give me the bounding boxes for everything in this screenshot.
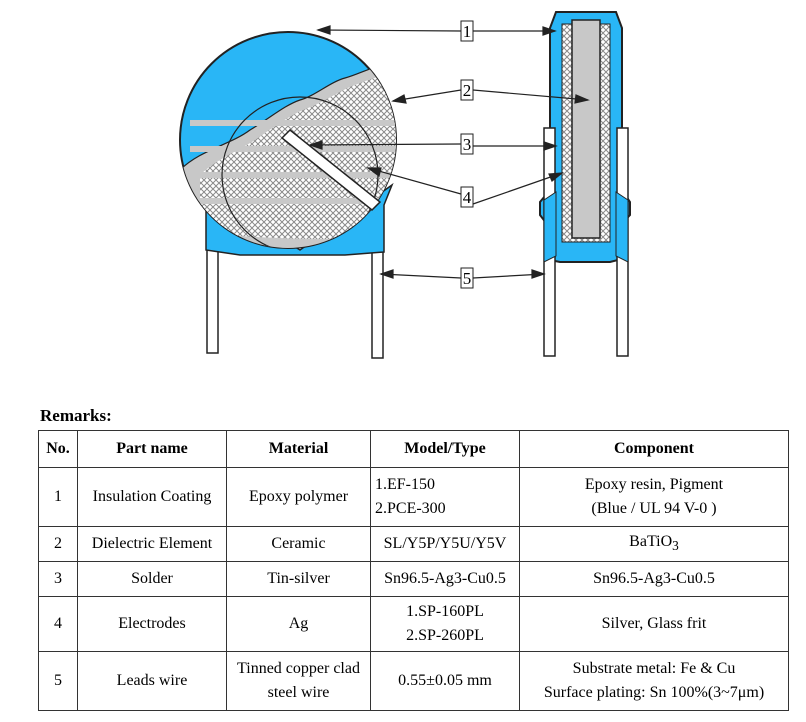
cell-no: 5 [38, 651, 78, 711]
svg-text:4: 4 [463, 188, 472, 207]
remarks-table: No. Part name Material Model/Type Compon… [38, 430, 789, 711]
remarks-title: Remarks: [40, 406, 112, 425]
table-row: 4 Electrodes Ag 1.SP-160PL 2.SP-260PL Si… [38, 596, 789, 652]
cell-component: Sn96.5-Ag3-Cu0.5 [519, 561, 789, 597]
model-line: 1.EF-150 [375, 476, 435, 493]
component-formula: BaTiO [629, 533, 673, 551]
cell-model: 1.EF-150 2.PCE-300 [370, 467, 520, 527]
callout-5: 5 [460, 267, 474, 289]
capacitor-diagram: 1 2 3 4 5 [179, 11, 631, 359]
cell-component: BaTiO3 [519, 526, 789, 562]
cell-component: Substrate metal: Fe & Cu Surface plating… [519, 651, 789, 711]
cell-no: 3 [38, 561, 78, 597]
svg-text:1: 1 [463, 22, 472, 41]
cell-no: 4 [38, 596, 78, 652]
cell-no: 1 [38, 467, 78, 527]
side-dielectric [571, 19, 601, 239]
cell-model: 1.SP-160PL 2.SP-260PL [370, 596, 520, 652]
cell-part: Insulation Coating [77, 467, 227, 527]
component-line: Epoxy resin, Pigment [584, 476, 724, 493]
table-row: 3 Solder Tin-silver Sn96.5-Ag3-Cu0.5 Sn9… [38, 561, 789, 597]
callout-2: 2 [460, 79, 474, 101]
cell-material: Ag [226, 596, 371, 652]
model-line: 1.SP-160PL [406, 603, 484, 620]
header-component: Component [519, 430, 789, 468]
leader-lines [308, 25, 590, 279]
front-internal-lead [280, 128, 382, 212]
cell-model: SL/Y5P/Y5U/Y5V [370, 526, 520, 562]
cell-component: Epoxy resin, Pigment (Blue / UL 94 V-0 ) [519, 467, 789, 527]
material-line: steel wire [267, 684, 330, 701]
model-line: 2.PCE-300 [375, 500, 446, 517]
cell-part: Dielectric Element [77, 526, 227, 562]
component-subscript: 3 [672, 538, 679, 554]
cell-model: 0.55±0.05 mm [370, 651, 520, 711]
table-row: 1 Insulation Coating Epoxy polymer 1.EF-… [38, 467, 789, 527]
header-part-name: Part name [77, 430, 227, 468]
component-line: (Blue / UL 94 V-0 ) [591, 500, 717, 517]
cell-material: Epoxy polymer [226, 467, 371, 527]
cell-part: Leads wire [77, 651, 227, 711]
callout-1: 1 [460, 20, 474, 42]
header-model-type: Model/Type [370, 430, 520, 468]
cell-part: Solder [77, 561, 227, 597]
cell-material: Tinned copper clad steel wire [226, 651, 371, 711]
cell-component: Silver, Glass frit [519, 596, 789, 652]
cell-part: Electrodes [77, 596, 227, 652]
component-line: Surface plating: Sn 100%(3~7μm) [543, 684, 765, 701]
header-no: No. [38, 430, 78, 468]
cell-model: Sn96.5-Ag3-Cu0.5 [370, 561, 520, 597]
model-line: 2.SP-260PL [406, 627, 484, 644]
cell-no: 2 [38, 526, 78, 562]
svg-text:2: 2 [463, 81, 472, 100]
callout-3: 3 [460, 133, 474, 155]
cell-material: Ceramic [226, 526, 371, 562]
svg-text:3: 3 [463, 135, 472, 154]
material-line: Tinned copper clad [237, 660, 360, 677]
header-material: Material [226, 430, 371, 468]
table-header-row: No. Part name Material Model/Type Compon… [38, 430, 789, 468]
component-line: Substrate metal: Fe & Cu [572, 660, 736, 677]
svg-text:5: 5 [463, 269, 472, 288]
callout-4: 4 [460, 186, 474, 208]
table-row: 5 Leads wire Tinned copper clad steel wi… [38, 651, 789, 711]
table-row: 2 Dielectric Element Ceramic SL/Y5P/Y5U/… [38, 526, 789, 562]
cell-material: Tin-silver [226, 561, 371, 597]
